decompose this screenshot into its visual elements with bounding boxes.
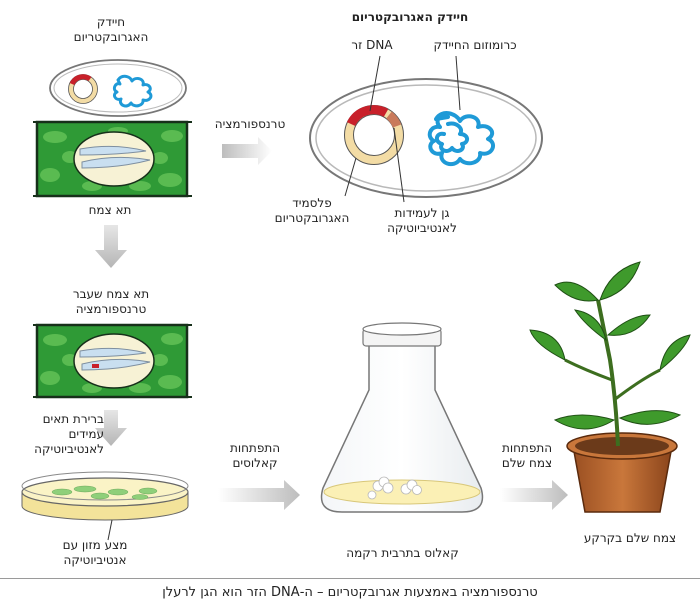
arrow-down-1 xyxy=(95,225,127,268)
bacterium-title: חיידק האגרובקטריום xyxy=(351,10,469,24)
selection-label: ברירת תאים עמידים לאנטיביוטיקה xyxy=(34,412,104,456)
arrow-transformation xyxy=(222,137,272,165)
antibiotic-gene-segment xyxy=(385,111,402,128)
label-leader-lines xyxy=(344,55,461,203)
plant-cell xyxy=(33,120,192,198)
arrow-callus xyxy=(218,480,300,510)
transformed-plant-cell xyxy=(33,323,192,399)
plasmid-icon xyxy=(344,105,404,165)
petri-dish xyxy=(21,471,189,541)
flask-label: קאלוס בתרבית רקמה xyxy=(346,546,459,560)
flask xyxy=(320,322,484,513)
plant-label: צמח שלם בקרקע xyxy=(583,531,677,545)
foreign-dna-label: DNA זר xyxy=(351,38,393,52)
bacterial-chromosome-icon xyxy=(427,111,496,167)
callus-clumps xyxy=(367,476,422,500)
potted-plant xyxy=(529,261,691,513)
transformation-label: טרנספורמציה xyxy=(214,117,286,131)
callus-development-label: התפתחות קאלוסים xyxy=(229,441,281,470)
chromosome-label: כרומוזום החיידק xyxy=(433,38,517,52)
transformed-cell-label: תא צמח שעבר טרנספורמציה xyxy=(72,287,150,316)
small-bacterium-label: חיידק האגרובקטריום xyxy=(73,15,149,44)
agrobacterium-small xyxy=(49,59,187,117)
figure-caption: טרנספורמציה באמצעות אגרובקטריום – ה-DNA … xyxy=(0,578,700,608)
medium-label: מצע מזון עם אנטיביוטיקה xyxy=(62,538,128,567)
plasmid-label: פלסמיד האגרובקטריום xyxy=(274,196,350,225)
arrow-plant xyxy=(500,480,568,510)
arrow-down-2 xyxy=(95,410,127,446)
plant-cell-label: תא צמח xyxy=(88,203,132,217)
plant-development-label: התפתחות צמח שלם xyxy=(501,441,553,470)
antibiotic-gene-label: גן לעמידות לאנטיביוטיקה xyxy=(387,206,457,235)
